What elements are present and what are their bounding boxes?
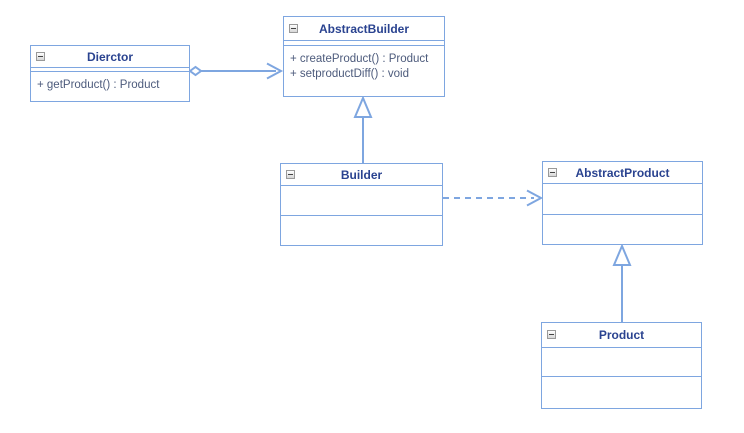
- attributes-compartment: [542, 348, 701, 377]
- attributes-compartment: [281, 186, 442, 216]
- class-title: AbstractProduct: [575, 166, 670, 180]
- class-box-builder[interactable]: Builder: [280, 163, 443, 246]
- edge-aggregation-director-abstractbuilder[interactable]: [188, 62, 284, 80]
- class-box-product[interactable]: Product: [541, 322, 702, 409]
- collapse-icon[interactable]: [286, 169, 295, 179]
- method-label: + setproductDiff() : void: [290, 68, 409, 80]
- edge-dependency-builder-abstractproduct[interactable]: [443, 189, 544, 207]
- methods-compartment: + getProduct() : Product: [31, 72, 189, 100]
- method-label: + createProduct() : Product: [290, 53, 429, 65]
- methods-compartment: [543, 215, 702, 242]
- edge-generalization-builder-abstractbuilder[interactable]: [353, 95, 373, 163]
- class-title: Builder: [340, 168, 383, 182]
- attributes-compartment: [284, 41, 444, 46]
- minus-glyph: [291, 27, 296, 29]
- class-header: AbstractProduct: [543, 162, 702, 184]
- hollow-triangle-marker: [612, 243, 632, 266]
- collapse-icon[interactable]: [547, 330, 556, 339]
- class-title: Dierctor: [86, 50, 133, 64]
- class-box-abstract-product[interactable]: AbstractProduct: [542, 161, 703, 245]
- minus-glyph: [549, 334, 554, 335]
- methods-compartment: [542, 377, 701, 406]
- minus-glyph: [550, 171, 555, 173]
- collapse-icon[interactable]: [289, 23, 298, 33]
- hollow-diamond-marker: [188, 65, 203, 77]
- class-box-abstract-builder[interactable]: AbstractBuilder + createProduct() : Prod…: [283, 16, 445, 97]
- class-header: Builder: [281, 164, 442, 186]
- edge-generalization-product-abstractproduct[interactable]: [612, 243, 632, 322]
- methods-compartment: + createProduct() : Product + setproduct…: [284, 46, 444, 94]
- methods-compartment: [281, 216, 442, 243]
- collapse-icon[interactable]: [548, 167, 557, 177]
- collapse-icon[interactable]: [36, 51, 45, 61]
- open-arrow-marker: [526, 189, 544, 207]
- class-title: Product: [598, 328, 645, 342]
- class-header: Dierctor: [31, 46, 189, 68]
- class-title: AbstractBuilder: [318, 22, 410, 36]
- minus-glyph: [288, 173, 293, 175]
- minus-glyph: [38, 55, 43, 57]
- class-header: AbstractBuilder: [284, 17, 444, 41]
- method-label: + getProduct() : Product: [37, 79, 160, 91]
- open-arrow-marker: [266, 62, 284, 80]
- class-box-director[interactable]: Dierctor + getProduct() : Product: [30, 45, 190, 102]
- hollow-triangle-marker: [353, 95, 373, 118]
- attributes-compartment: [31, 68, 189, 72]
- class-header: Product: [542, 323, 701, 348]
- attributes-compartment: [543, 184, 702, 215]
